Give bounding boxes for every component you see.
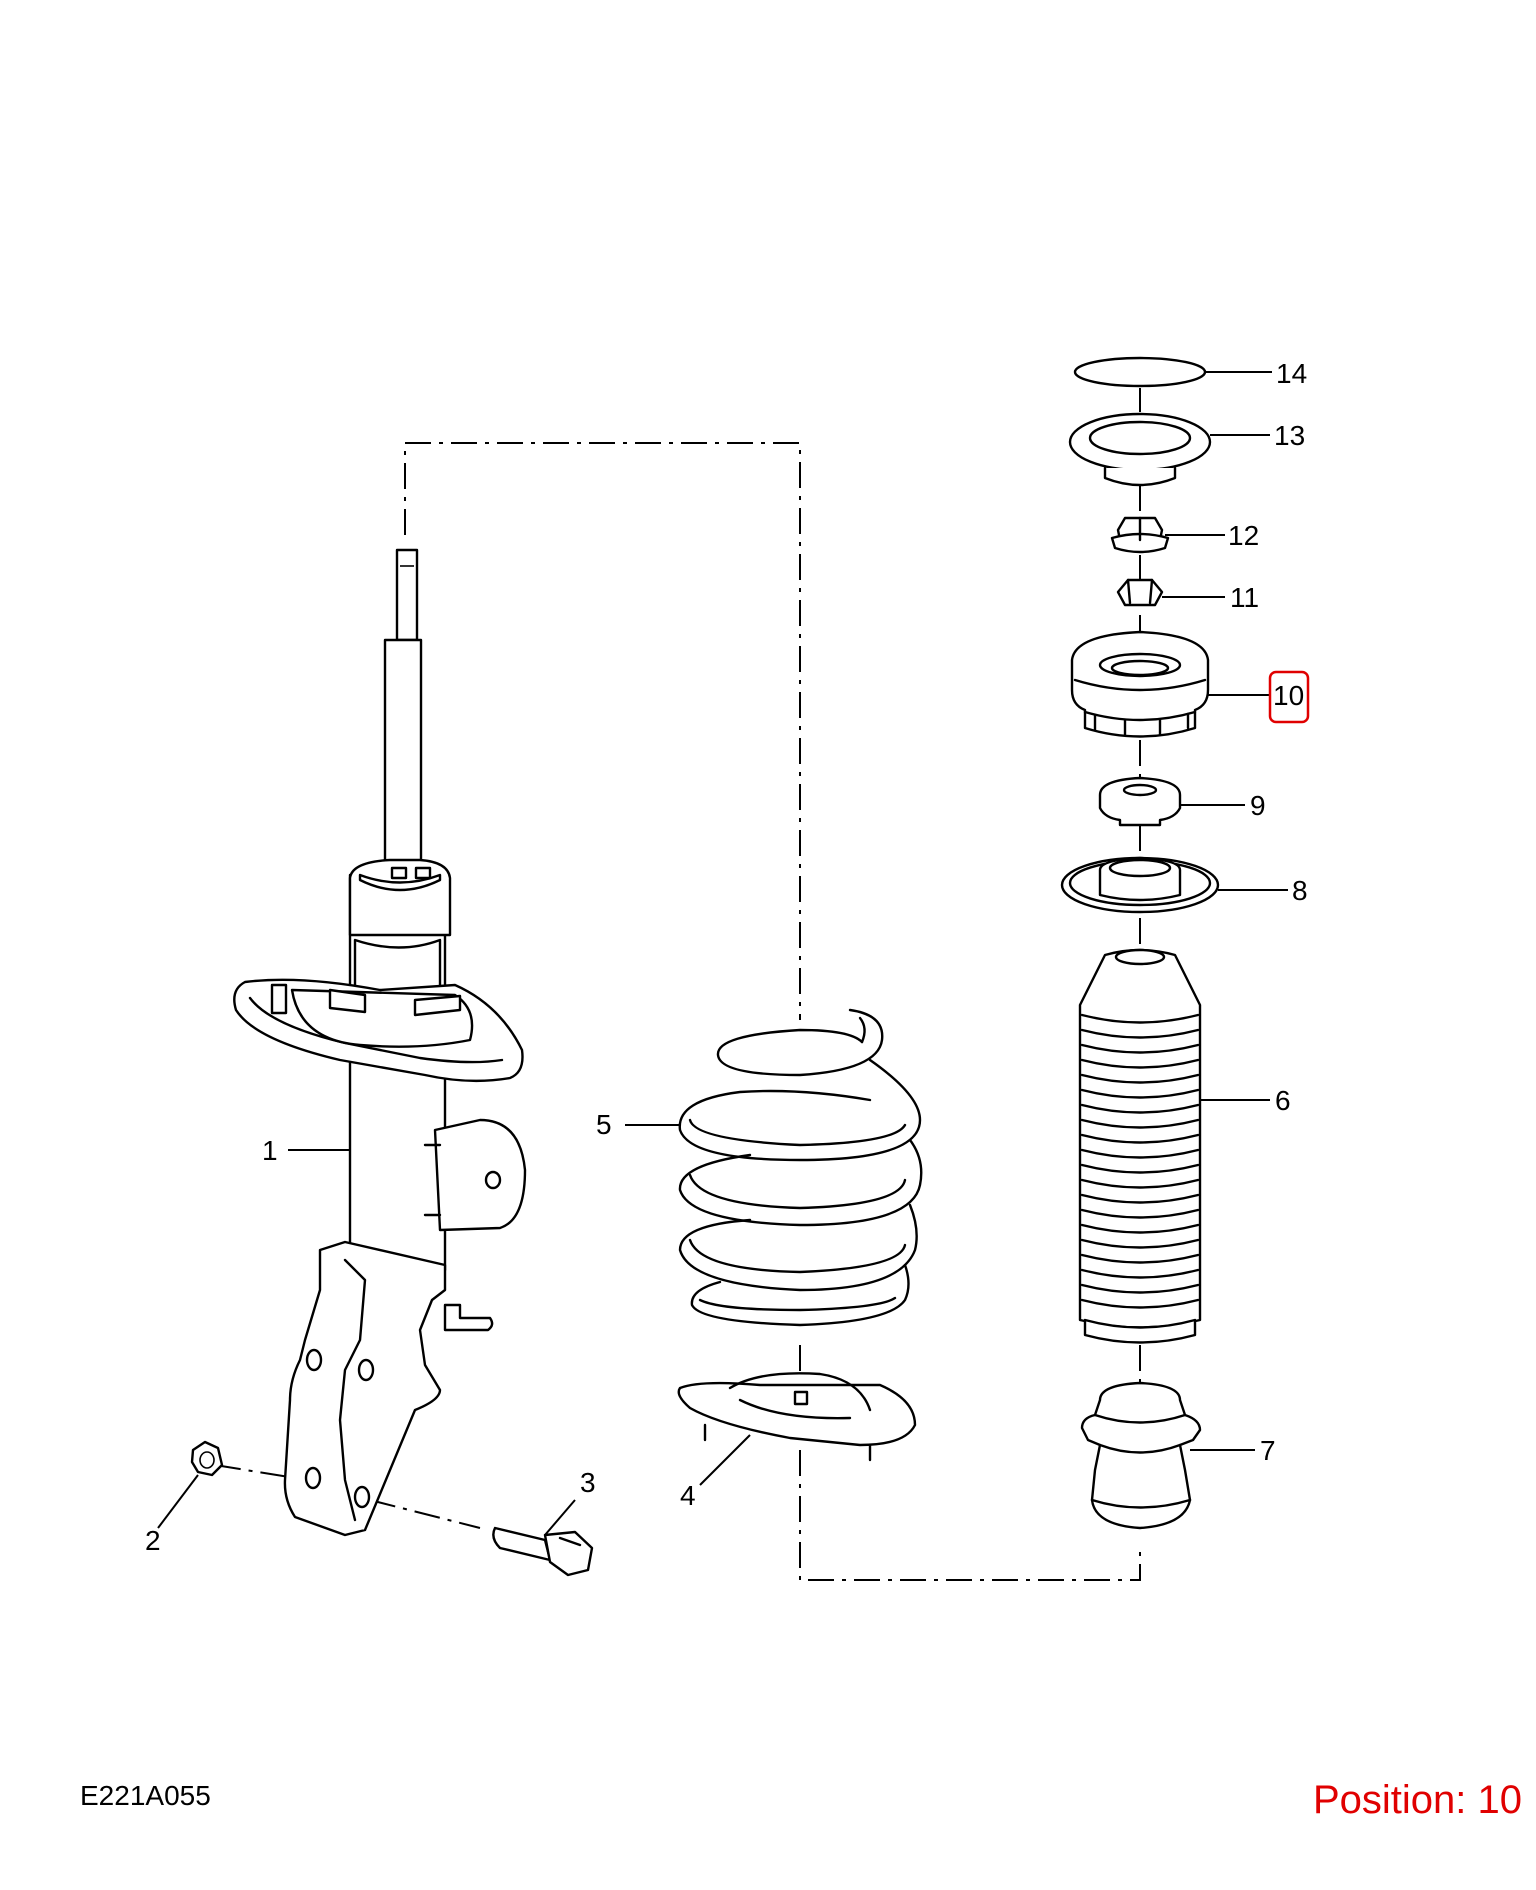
part-3-bolt: [492, 1526, 594, 1577]
part-12-flange-nut: [1110, 516, 1170, 554]
part-7-bump-stop: [1080, 1381, 1202, 1530]
part-6-dust-boot: [1078, 948, 1202, 1344]
leader-lines: [157, 371, 1288, 1536]
callout-13: 13: [1274, 420, 1305, 451]
callout-1: 1: [262, 1135, 278, 1166]
part-9-bearing: [1098, 776, 1182, 827]
part-1-strut: [233, 548, 527, 1537]
part-8-upper-seat: [1060, 856, 1220, 914]
part-11-nut: [1116, 578, 1164, 607]
part-5-coil-spring: [678, 1008, 923, 1327]
position-label: Position: 10: [1312, 1778, 1522, 1822]
callout-labels: 1 2 3 4 5 6 7 8 9 10 11 12 13 14: [145, 358, 1308, 1556]
callout-8: 8: [1292, 875, 1308, 906]
callout-5: 5: [596, 1109, 612, 1140]
callout-3: 3: [580, 1467, 596, 1498]
callout-12: 12: [1228, 520, 1259, 551]
diagram-code: E221A055: [80, 1780, 211, 1811]
part-2-nut: [190, 1440, 224, 1477]
highlight-box: [1268, 670, 1310, 724]
callout-10: 10: [1273, 680, 1304, 711]
part-13-cover-cup: [1068, 412, 1212, 487]
part-4-spring-seat: [677, 1372, 917, 1462]
callout-2: 2: [145, 1525, 161, 1556]
callout-9: 9: [1250, 790, 1266, 821]
part-14-cap: [1073, 356, 1207, 388]
callout-6: 6: [1275, 1085, 1291, 1116]
part-10-top-mount: [1070, 630, 1210, 738]
callout-7: 7: [1260, 1435, 1276, 1466]
callout-14: 14: [1276, 358, 1307, 389]
callout-4: 4: [680, 1480, 696, 1511]
callout-11: 11: [1230, 582, 1259, 613]
